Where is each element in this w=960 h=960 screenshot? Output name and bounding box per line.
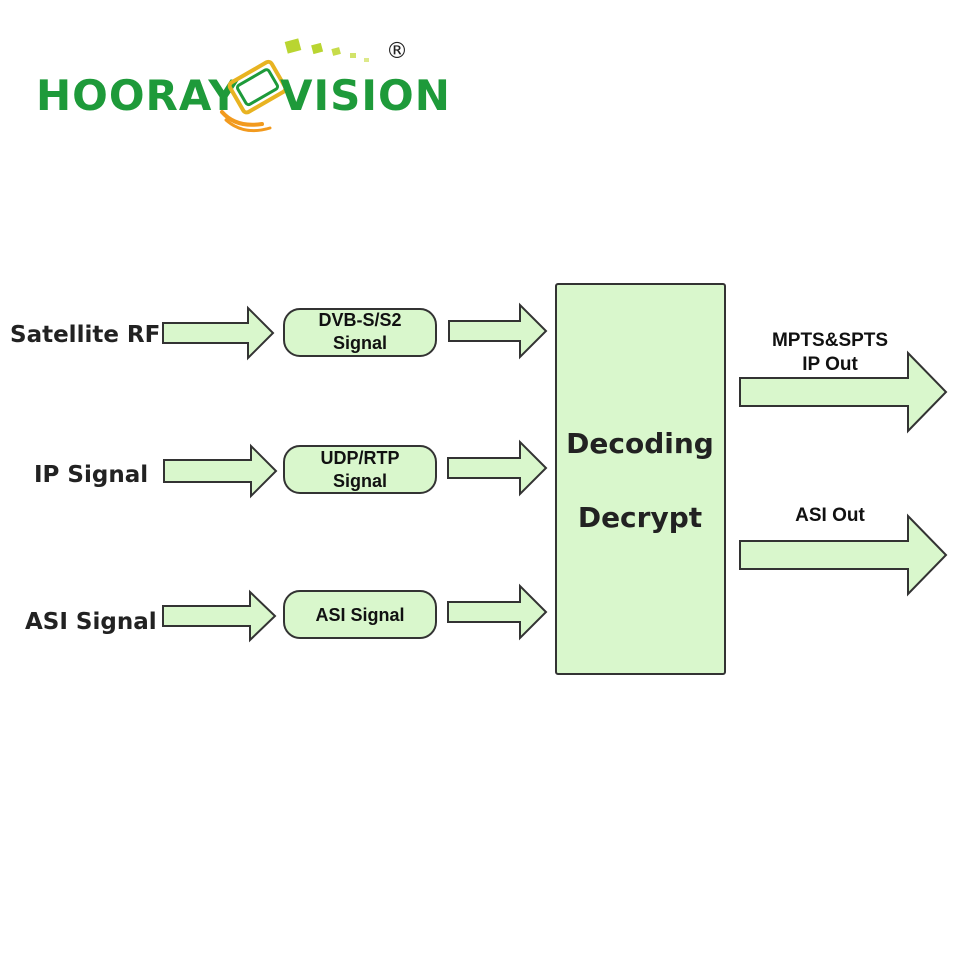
process-box-line-1: UDP/RTP <box>320 448 399 468</box>
core-block-decoding-decrypt: Decoding Decrypt <box>555 283 726 675</box>
process-box-dvb-s-s2 <box>283 308 437 357</box>
process-box-line-1: ASI Signal <box>315 605 404 625</box>
arrow-dvb-to-core <box>448 302 548 360</box>
arrow-udp-to-core <box>447 439 548 497</box>
process-box-asi <box>283 590 437 639</box>
input-row-satellite: Satellite RF DVB-S/S2 Signal <box>10 302 548 361</box>
registered-mark: ® <box>386 39 408 64</box>
arrow-output-ip <box>739 350 948 434</box>
input-label-satellite-rf: Satellite RF <box>10 322 160 348</box>
input-label-asi-signal: ASI Signal <box>25 609 157 635</box>
input-row-asi: ASI Signal ASI Signal <box>25 583 548 643</box>
output-ip: MPTS&SPTS IP Out <box>739 330 948 434</box>
logo-text-vision: VISION <box>280 71 451 120</box>
arrow-asi-to-core <box>447 583 548 641</box>
arrow-satellite-to-process <box>162 305 275 361</box>
input-label-ip-signal: IP Signal <box>34 462 148 488</box>
process-box-line-1: DVB-S/S2 <box>318 310 401 330</box>
hooray-vision-logo: HOORAY VISION ® <box>36 38 451 133</box>
input-row-ip: IP Signal UDP/RTP Signal <box>34 439 548 499</box>
process-box-udp-rtp <box>283 445 437 494</box>
output-label-line-1: MPTS&SPTS <box>772 330 888 351</box>
process-box-line-2: Signal <box>333 471 387 491</box>
arrow-output-asi <box>739 513 948 597</box>
core-label-decoding: Decoding <box>566 427 714 460</box>
logo-emblem-icon <box>220 38 369 133</box>
output-asi: ASI Out <box>739 505 948 597</box>
output-label-line-1: ASI Out <box>795 505 865 526</box>
core-box <box>555 283 726 675</box>
logo-text-hooray: HOORAY <box>36 71 240 120</box>
arrow-asi-to-process <box>162 589 277 643</box>
arrow-ip-to-process <box>163 443 278 499</box>
process-box-line-2: Signal <box>333 333 387 353</box>
output-label-line-2: IP Out <box>802 354 858 375</box>
core-label-decrypt: Decrypt <box>578 501 702 534</box>
